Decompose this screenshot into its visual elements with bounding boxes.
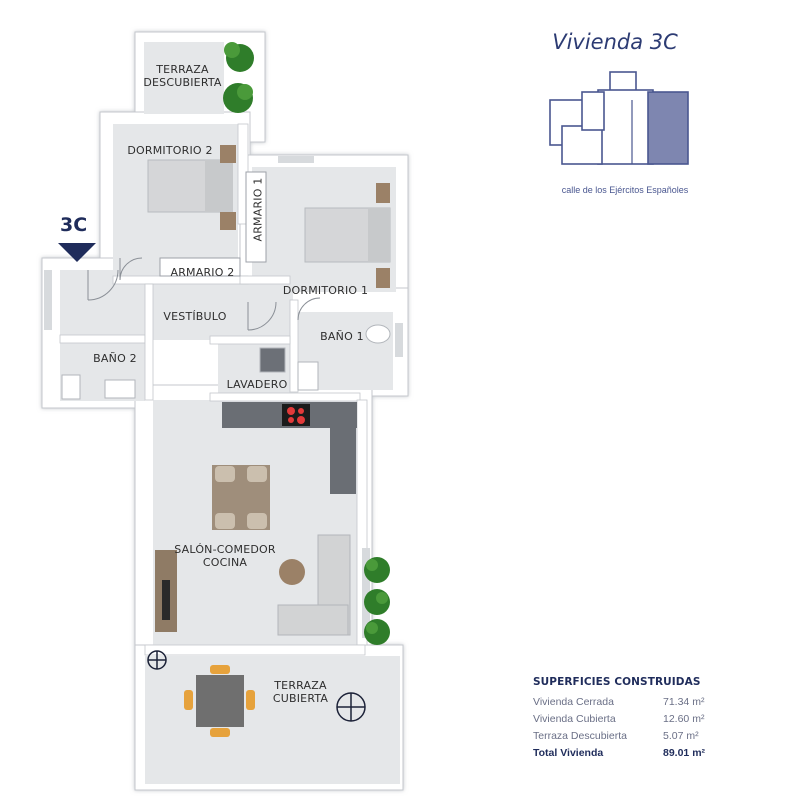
surfaces-title: SUPERFICIES CONSTRUIDAS <box>533 676 701 688</box>
surface-value: 71.34 m² <box>663 696 705 708</box>
room-label-dormitorio-2: DORMITORIO 2 <box>127 144 213 157</box>
kitchen <box>222 402 357 494</box>
entrance-arrow-icon <box>58 243 96 262</box>
dining-table <box>212 465 270 530</box>
drains <box>147 650 366 722</box>
room-label-dormitorio-1: DORMITORIO 1 <box>282 284 369 297</box>
wardrobes <box>159 171 267 277</box>
surface-row: Vivienda Cubierta 12.60 m² <box>533 711 723 728</box>
bathroom-fixtures <box>61 324 391 400</box>
room-label-bano-1: BAÑO 1 <box>320 330 364 343</box>
living-furniture <box>155 534 351 636</box>
surface-total-label: Total Vivienda <box>533 747 604 759</box>
bed-dormitorio-2 <box>147 145 236 230</box>
room-label-lavadero: LAVADERO <box>226 378 288 391</box>
room-label-armario-1: ARMARIO 1 <box>251 177 265 242</box>
surface-row: Vivienda Cerrada 71.34 m² <box>533 694 723 711</box>
surfaces-table: SUPERFICIES CONSTRUIDAS Vivienda Cerrada… <box>533 676 723 762</box>
windows <box>44 156 403 638</box>
room-label-armario-2: ARMARIO 2 <box>170 266 235 279</box>
surface-label: Terraza Descubierta <box>533 730 627 742</box>
surface-row: Terraza Descubierta 5.07 m² <box>533 728 723 745</box>
surface-total-row: Total Vivienda 89.01 m² <box>533 745 723 762</box>
building-key-plan <box>549 71 689 165</box>
door-swings <box>87 257 321 331</box>
unit-title: Vivienda 3C <box>552 30 678 54</box>
terrace-table <box>184 665 255 737</box>
room-label-terraza-cubierta: TERRAZA CUBIERTA <box>272 679 329 705</box>
surface-label: Vivienda Cubierta <box>533 713 616 725</box>
surface-value: 12.60 m² <box>663 713 705 725</box>
surface-label: Vivienda Cerrada <box>533 696 614 708</box>
room-label-terraza-descubierta: TERRAZA DESCUBIERTA <box>143 63 222 89</box>
unit-highlight <box>647 91 689 165</box>
bed-dormitorio-1 <box>304 183 391 288</box>
room-label-salon-comedor-cocina: SALÓN-COMEDOR COCINA <box>174 543 276 569</box>
interior-walls <box>59 123 368 656</box>
plants <box>223 42 390 645</box>
street-name: calle de los Ejércitos Españoles <box>561 185 689 195</box>
room-label-bano-2: BAÑO 2 <box>93 352 137 365</box>
unit-marker-label: 3C <box>60 214 88 236</box>
surface-value: 5.07 m² <box>663 730 699 742</box>
room-label-vestibulo: VESTÍBULO <box>163 310 227 323</box>
surface-total-value: 89.01 m² <box>663 747 706 759</box>
